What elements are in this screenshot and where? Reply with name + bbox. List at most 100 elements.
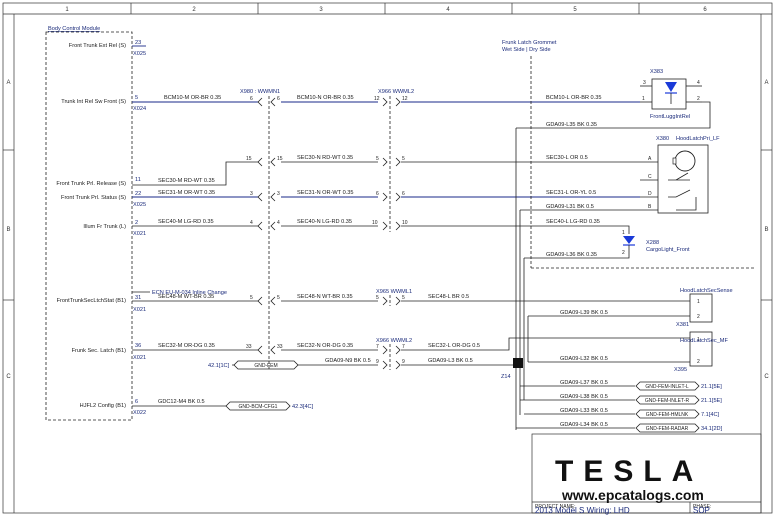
wire-label: SEC32-L OR-DG 0.5: [428, 343, 480, 349]
component-id: X381: [676, 322, 689, 328]
gnd-inlet-r-tag: [635, 395, 700, 405]
svg-text:1: 1: [642, 96, 645, 102]
svg-text:9: 9: [376, 359, 379, 365]
svg-text:5: 5: [402, 156, 405, 162]
wire-label: SEC40-L LG-RD 0.35: [546, 219, 600, 225]
svg-text:A: A: [648, 156, 652, 162]
cargo-light-icon: [623, 236, 635, 244]
grommet-sides: Wet Side | Dry Side: [502, 47, 551, 53]
splice-z14: [513, 358, 523, 368]
svg-text:5: 5: [277, 295, 280, 301]
watermark: www.epcatalogs.com: [561, 487, 704, 503]
grid-col-4: 4: [446, 7, 450, 13]
wire-label: SEC31-N OR-WT 0.35: [297, 190, 353, 196]
connector-id: X966 WWML2: [376, 338, 412, 344]
gnd-hmlnk-tag: [635, 409, 700, 419]
ground-wire-label: GDA09-L31 BK 0.5: [546, 204, 594, 210]
wire-label: SEC31-M OR-WT 0.35: [158, 190, 215, 196]
ground-wire-label: GDA09-L39 BK 0.5: [560, 310, 608, 316]
bcm-pin-number: 31: [135, 295, 141, 301]
ground-ref: 34.1[2D]: [701, 426, 723, 432]
grid-col-5: 5: [573, 7, 577, 13]
svg-text:3: 3: [643, 80, 646, 86]
ground-wire-label: GDA09-L33 BK 0.5: [560, 408, 608, 414]
wire-label: GDA09-L3 BK 0.5: [428, 358, 473, 364]
svg-text:12: 12: [402, 96, 408, 102]
grid-col-6: 6: [703, 7, 707, 13]
bcm-connector-id: X022: [133, 410, 146, 416]
svg-text:3: 3: [250, 191, 253, 197]
phase-label: PHASE:: [693, 504, 711, 510]
ground-wire-label: GDA09-L35 BK 0.35: [546, 122, 597, 128]
svg-text:2: 2: [697, 314, 700, 320]
gnd-radar-tag: [635, 423, 700, 433]
gnd-bcm-tag: [225, 401, 291, 411]
component-name: CargoLight_Front: [646, 247, 690, 253]
bcm-pin-number: 22: [135, 191, 141, 197]
bcm-pin-label: Illum Fr Trunk (L): [83, 224, 126, 230]
title-block: [531, 433, 762, 514]
ground-ref: 42.3[4C]: [292, 404, 314, 410]
ground-tag-label: GND-FEM-HMLNK: [646, 412, 689, 418]
svg-text:33: 33: [277, 344, 283, 350]
ground-tag-label: GND-FEM-INLET-R: [645, 398, 690, 404]
ground-wire-label: GDA09-L37 BK 0.5: [560, 380, 608, 386]
component-name: HoodLatchSec_MF: [680, 338, 728, 344]
ground-tag-label: GND-FEM-RADAR: [646, 426, 689, 432]
wire-label: GDC12-M4 BK 0.5: [158, 399, 205, 405]
bcm-pin-label: Front Trunk Prl. Release (S): [56, 181, 126, 187]
wire-label: BCM10-L OR-BR 0.35: [546, 95, 601, 101]
bcm-pin-label: Frunk Sec. Latch (B1): [72, 348, 127, 354]
wire-label: BCM10-M OR-BR 0.35: [164, 95, 221, 101]
component-id: X288: [646, 240, 659, 246]
svg-text:D: D: [648, 191, 652, 197]
bcm-pin-number: 23: [135, 40, 141, 46]
bcm-pin-label: Trunk Int Rel Sw Front (S): [61, 99, 126, 105]
bcm-pin-label: Front Trunk Ext Rel (S): [69, 43, 126, 49]
ground-ref: 21.1[5E]: [701, 398, 722, 404]
ground-wires: [516, 101, 711, 429]
wire-label: SEC30-M RD-WT 0.35: [158, 178, 215, 184]
component-id: X383: [650, 69, 663, 75]
grid-row-a-left: A: [6, 80, 10, 86]
svg-text:1: 1: [697, 337, 700, 343]
wire-label: SEC30-L OR 0.5: [546, 155, 588, 161]
wire-label: SEC32-M OR-DG 0.35: [158, 343, 215, 349]
component-name: FrontLuggIntRel: [650, 114, 690, 120]
grid-row-c-right: C: [764, 374, 769, 380]
component-x288: 12: [622, 230, 635, 256]
svg-text:1: 1: [697, 299, 700, 305]
grid-col-1: 1: [65, 7, 69, 13]
component-x381: 1 2: [689, 293, 713, 323]
grid-row-a-right: A: [764, 80, 768, 86]
wire-label: SEC40-N LG-RD 0.35: [297, 219, 352, 225]
svg-text:C: C: [648, 174, 652, 180]
svg-text:5: 5: [250, 295, 253, 301]
ground-wire-label: GDA09-L34 BK 0.5: [560, 422, 608, 428]
project-name-label: PROJECT NAME:: [535, 504, 575, 510]
ground-wire-label: GDA09-L32 BK 0.5: [560, 356, 608, 362]
svg-text:2: 2: [697, 96, 700, 102]
svg-text:7: 7: [402, 344, 405, 350]
svg-text:12: 12: [374, 96, 380, 102]
svg-text:B: B: [648, 204, 652, 210]
grid-row-b-left: B: [6, 227, 10, 233]
ground-ref: 21.1[5E]: [701, 384, 722, 390]
component-id: X380: [656, 136, 669, 142]
gnd-fem-tag: [233, 360, 299, 370]
grid-col-2: 2: [192, 7, 196, 13]
svg-text:4: 4: [277, 220, 280, 226]
bcm-connector-id: X025: [133, 202, 146, 208]
splice-label: Z14: [501, 374, 511, 380]
ground-tag-label: GND-BCM-CFG1: [239, 404, 278, 410]
wire-label: SEC32-N OR-DG 0.35: [297, 343, 353, 349]
bcm-connector-id: X025: [133, 51, 146, 57]
svg-text:5: 5: [402, 295, 405, 301]
svg-text:10: 10: [372, 220, 378, 226]
svg-text:3: 3: [277, 191, 280, 197]
component-id: X395: [674, 367, 687, 373]
